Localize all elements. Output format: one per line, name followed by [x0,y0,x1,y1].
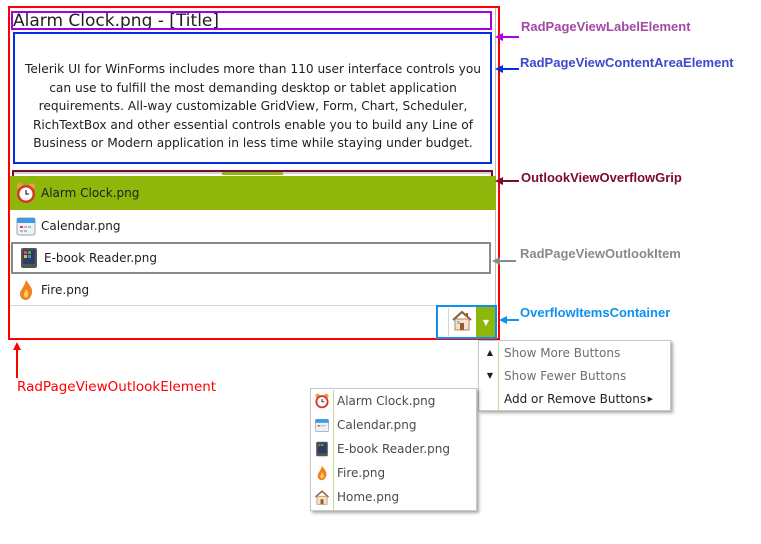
arrow-left-icon [499,309,519,328]
outlook-item-label: Calendar.png [41,219,121,233]
overflow-menu [478,340,671,411]
menu-icon-column-separator [498,342,499,410]
add-remove-submenu [310,388,477,511]
annotation-outlook-item: RadPageViewOutlookItem [520,246,681,261]
outlook-item-calendar[interactable]: Calendar.png [10,210,496,242]
menu-item-show-fewer-buttons[interactable]: ▼ Show Fewer Buttons [480,364,670,387]
outlook-item-label: Fire.png [41,283,90,297]
menu-item-show-more-buttons[interactable]: ▲ Show More Buttons [480,341,670,364]
annotation-overflow-grip: OutlookViewOverflowGrip [521,170,682,185]
submenu-item-fire[interactable]: Fire.png [312,461,475,485]
page-title-label: Alarm Clock.png - [Title] [13,11,220,31]
label-element-highlight [11,11,492,30]
fire-icon [312,463,332,483]
arrow-down-icon: ▼ [486,371,494,380]
calendar-icon [14,214,38,238]
menu-item-add-or-remove-buttons[interactable]: Add or Remove Buttons ▶ [504,391,653,406]
arrow-up-icon [13,342,21,382]
annotation-overflow-container: OverflowItemsContainer [520,305,671,320]
control-border [10,8,496,338]
calendar-icon [312,415,332,435]
submenu-item-home[interactable]: Home.png [312,485,475,509]
annotation-content-area: RadPageViewContentAreaElement [520,55,734,70]
outlook-item-fire[interactable]: Fire.png [10,274,496,306]
submenu-arrow-icon: ▶ [647,394,653,403]
arrow-left-icon [495,58,519,77]
annotation-label-element: RadPageViewLabelElement [521,19,691,34]
ebook-reader-icon [17,246,41,270]
arrow-left-icon [495,170,519,189]
outlook-item-label: Alarm Clock.png [41,186,140,200]
submenu-icon-column-separator [333,390,334,510]
overflow-dropdown-button[interactable]: ▼ [476,307,496,337]
alarm-clock-icon [312,391,332,411]
alarm-clock-icon [14,181,38,205]
overflow-items-container-highlight [436,305,497,339]
fire-icon [14,278,38,302]
overflow-item-home[interactable] [448,308,474,336]
outlook-item-alarm-clock[interactable]: Alarm Clock.png [10,176,496,210]
content-area [13,32,492,164]
ebook-reader-icon [312,439,332,459]
submenu-item-ebook-reader[interactable]: E-book Reader.png [312,437,475,461]
arrow-up-icon: ▲ [486,348,494,357]
arrow-left-icon [492,250,516,269]
annotation-outlook-element: RadPageViewOutlookElement [17,379,217,395]
submenu-item-calendar[interactable]: Calendar.png [312,413,475,437]
divider [10,305,496,306]
home-icon [312,487,332,507]
arrow-left-icon [495,26,519,45]
outlook-item-ebook-reader[interactable]: E-book Reader.png [11,242,491,274]
chevron-down-icon: ▼ [482,317,490,327]
overflow-grip-handle[interactable] [222,171,283,175]
submenu-item-alarm-clock[interactable]: Alarm Clock.png [312,389,475,413]
home-icon [451,309,473,335]
outlook-item-label: E-book Reader.png [44,251,157,265]
content-text: Telerik UI for WinForms includes more th… [25,62,481,151]
